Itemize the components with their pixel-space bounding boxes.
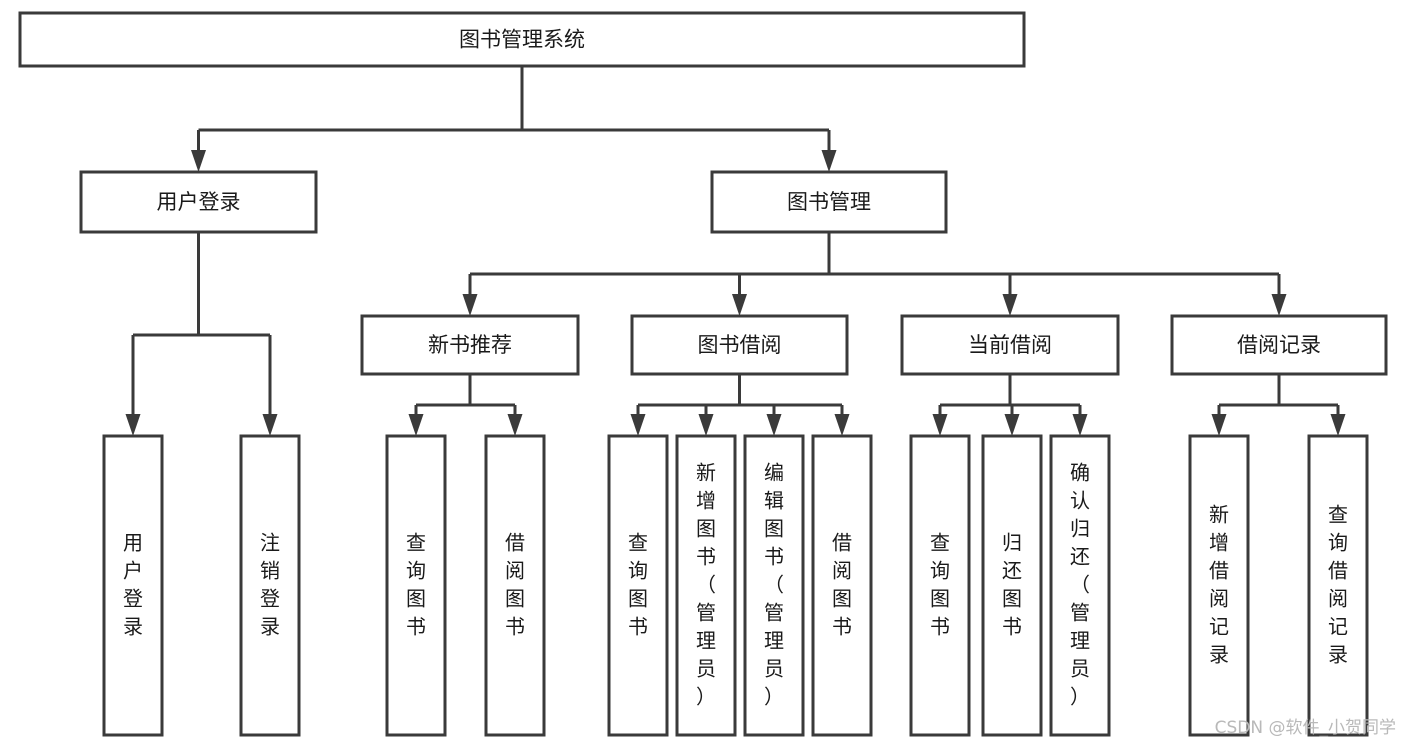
node-leaf-add-book-admin[interactable]: 新增图书（管理员） [675,434,737,737]
node-user-login[interactable]: 用户登录 [79,170,318,234]
node-borrow-record[interactable]: 借阅记录 [1170,314,1388,376]
node-leaf-add-borrow-record[interactable]: 新增借阅记录 [1188,434,1250,737]
node-book-management[interactable]: 图书管理 [710,170,948,234]
arrow-head-icon [1330,414,1346,436]
node-label-leaf-borrow-book: 借阅图书 [832,530,852,638]
node-label-book-borrow: 图书借阅 [698,333,782,357]
node-leaf-borrow-book[interactable]: 借阅图书 [811,434,873,737]
node-box-book-borrow[interactable] [630,314,849,376]
node-box-book-management[interactable] [710,170,948,234]
node-box-leaf-query-borrow-record[interactable] [1307,434,1369,737]
node-box-leaf-query-book-recommend[interactable] [385,434,447,737]
connector-group-root [191,66,837,172]
arrow-head-icon [834,414,850,436]
arrow-head-icon [698,414,714,436]
arrow-head-icon [408,414,424,436]
arrow-head-icon [1072,414,1088,436]
arrow-head-icon [262,414,278,436]
node-box-current-borrow[interactable] [900,314,1120,376]
node-box-leaf-query-book-borrow[interactable] [607,434,669,737]
arrow-head-icon [462,294,478,316]
connector-group-current-borrow [932,374,1088,436]
node-label-leaf-borrow-book-recommend: 借阅图书 [505,530,525,638]
node-box-leaf-borrow-book[interactable] [811,434,873,737]
node-leaf-user-login[interactable]: 用户登录 [102,434,164,737]
connector-group-user-login [125,232,278,436]
node-label-leaf-user-login: 用户登录 [123,530,143,638]
node-root[interactable]: 图书管理系统 [18,11,1026,68]
node-label-user-login: 用户登录 [157,190,241,214]
node-label-new-book-recommend: 新书推荐 [428,333,512,357]
node-label-borrow-record: 借阅记录 [1237,333,1321,357]
node-box-leaf-confirm-return-admin[interactable] [1049,434,1111,737]
node-box-leaf-edit-book-admin[interactable] [743,434,805,737]
node-label-leaf-query-book-recommend: 查询图书 [406,530,426,638]
arrow-head-icon [125,414,141,436]
arrow-head-icon [1004,414,1020,436]
node-box-leaf-logout[interactable] [239,434,301,737]
node-leaf-confirm-return-admin[interactable]: 确认归还（管理员） [1049,434,1111,737]
arrow-head-icon [1211,414,1227,436]
connector-group-book-management [462,232,1287,316]
node-label-current-borrow: 当前借阅 [968,333,1052,357]
node-leaf-edit-book-admin[interactable]: 编辑图书（管理员） [743,434,805,737]
node-label-book-management: 图书管理 [787,190,871,214]
connector-group-book-borrow [630,374,850,436]
watermark-label: CSDN @软件_小贺同学 [1215,718,1396,738]
node-label-leaf-add-borrow-record: 新增借阅记录 [1209,502,1229,666]
node-leaf-query-book-borrow[interactable]: 查询图书 [607,434,669,737]
node-leaf-return-book[interactable]: 归还图书 [981,434,1043,737]
node-leaf-borrow-book-recommend[interactable]: 借阅图书 [484,434,546,737]
node-label-leaf-logout: 注销登录 [260,530,280,638]
node-box-leaf-add-book-admin[interactable] [675,434,737,737]
arrow-head-icon [1271,294,1287,316]
connector-group-new-book-recommend [408,374,523,436]
node-box-leaf-borrow-book-recommend[interactable] [484,434,546,737]
node-label-leaf-query-borrow-record: 查询借阅记录 [1328,502,1348,666]
node-leaf-logout[interactable]: 注销登录 [239,434,301,737]
node-box-leaf-query-book-current[interactable] [909,434,971,737]
arrow-head-icon [766,414,782,436]
node-leaf-query-borrow-record[interactable]: 查询借阅记录 [1307,434,1369,737]
node-box-new-book-recommend[interactable] [360,314,580,376]
node-new-book-recommend[interactable]: 新书推荐 [360,314,580,376]
arrow-head-icon [1002,294,1018,316]
connector-group-borrow-record [1211,374,1346,436]
node-label-leaf-query-book-current: 查询图书 [930,530,950,638]
arrow-head-icon [191,150,206,172]
node-leaf-query-book-current[interactable]: 查询图书 [909,434,971,737]
node-box-root[interactable] [18,11,1026,68]
node-boxes-layer: 图书管理系统用户登录图书管理新书推荐图书借阅当前借阅借阅记录用户登录注销登录查询… [18,11,1388,737]
node-box-user-login[interactable] [79,170,318,234]
node-box-leaf-add-borrow-record[interactable] [1188,434,1250,737]
arrow-head-icon [821,150,837,172]
node-box-leaf-user-login[interactable] [102,434,164,737]
node-box-leaf-return-book[interactable] [981,434,1043,737]
arrow-head-icon [732,294,747,316]
node-book-borrow[interactable]: 图书借阅 [630,314,849,376]
node-current-borrow[interactable]: 当前借阅 [900,314,1120,376]
arrow-head-icon [630,414,646,436]
node-label-root: 图书管理系统 [459,28,585,52]
node-label-leaf-query-book-borrow: 查询图书 [628,530,648,638]
node-label-leaf-edit-book-admin: 编辑图书（管理员） [764,460,784,708]
node-label-leaf-add-book-admin: 新增图书（管理员） [696,460,716,708]
node-label-leaf-confirm-return-admin: 确认归还（管理员） [1070,460,1090,708]
node-box-borrow-record[interactable] [1170,314,1388,376]
arrow-head-icon [932,414,948,436]
node-label-leaf-return-book: 归还图书 [1002,530,1022,638]
arrow-head-icon [507,414,523,436]
node-leaf-query-book-recommend[interactable]: 查询图书 [385,434,447,737]
connector-edges-layer [125,66,1346,436]
